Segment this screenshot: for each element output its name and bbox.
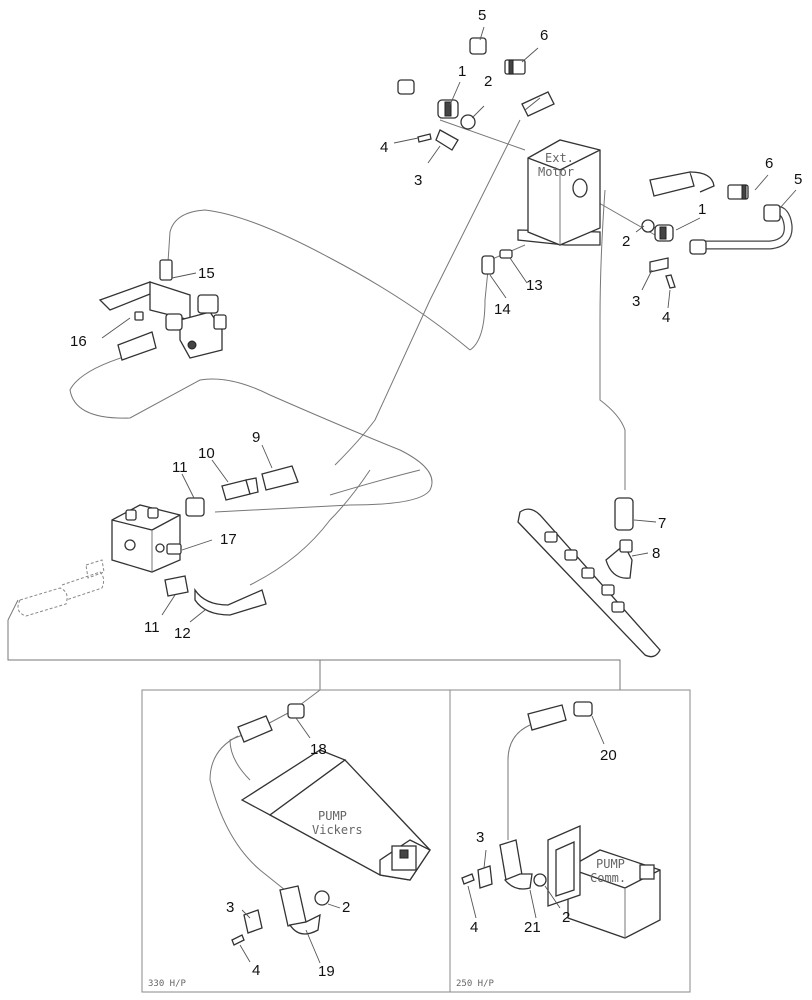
panel-label-250hp: 250 H/P [456, 979, 495, 989]
callout-6-upper-right: 6 [765, 155, 773, 172]
callout-19: 19 [318, 963, 335, 980]
fittings-upper-left [417, 59, 557, 151]
upper-u-tube-right [641, 171, 793, 289]
ext-motor: Ext. Motor [517, 139, 601, 246]
panel-250hp-frame [449, 689, 691, 993]
callout-3-vickers: 3 [226, 899, 234, 916]
callout-9: 9 [252, 429, 260, 446]
callout-15: 15 [198, 265, 215, 282]
callout-11-upper: 11 [172, 459, 188, 476]
callout-4-upper-right: 4 [662, 309, 670, 326]
callout-2-upper-right: 2 [622, 233, 630, 250]
callout-4-comm: 4 [470, 919, 478, 936]
callout-7: 7 [658, 515, 666, 532]
callout-2-vickers: 2 [342, 899, 350, 916]
panel-label-330hp: 330 H/P [148, 979, 187, 989]
callout-21: 21 [524, 919, 541, 936]
motor-label-line2: Motor [538, 165, 574, 179]
callout-1-upper-right: 1 [698, 201, 706, 218]
pump-comm-label-line2: Comm. [590, 871, 626, 885]
callout-1-upper-left: 1 [458, 63, 466, 80]
upper-u-tube-left [386, 36, 487, 95]
motor-label-line1: Ext. [545, 151, 574, 165]
callout-17: 17 [220, 531, 237, 548]
main-valve [111, 504, 267, 616]
hose-9-fittings [185, 465, 299, 517]
callout-3-upper-left: 3 [414, 172, 422, 189]
callout-6-upper-left: 6 [540, 27, 548, 44]
coupling-13-14 [481, 249, 513, 275]
callout-3-upper-right: 3 [632, 293, 640, 310]
manifold-pipe [517, 497, 661, 658]
callout-14: 14 [494, 301, 511, 318]
callouts: 5 6 1 2 4 3 6 5 1 2 3 4 13 14 15 16 9 10… [70, 7, 802, 980]
callout-13: 13 [526, 277, 543, 294]
dashed-component [17, 559, 105, 617]
leader-lines [101, 26, 797, 964]
callout-3-comm: 3 [476, 829, 484, 846]
callout-2-comm: 2 [562, 909, 570, 926]
upper-hose [521, 91, 555, 117]
pump-vickers-label-line2: Vickers [312, 823, 363, 837]
callout-16: 16 [70, 333, 87, 350]
callout-4-upper-left: 4 [380, 139, 388, 156]
callout-12: 12 [174, 625, 191, 642]
pump-vickers: PUMP Vickers [209, 703, 431, 946]
pump-comm-label-line1: PUMP [596, 857, 625, 871]
valve-block-upper [98, 259, 227, 361]
callout-20: 20 [600, 747, 617, 764]
callout-2-upper-left: 2 [484, 73, 492, 90]
pump-vickers-label-line1: PUMP [318, 809, 347, 823]
callout-10: 10 [198, 445, 215, 462]
pump-comm: PUMP Comm. [461, 701, 661, 939]
callout-11-lower: 11 [144, 619, 160, 636]
callout-5-upper-left: 5 [478, 7, 486, 24]
callout-18: 18 [310, 741, 327, 758]
callout-4-vickers: 4 [252, 962, 260, 979]
callout-8: 8 [652, 545, 660, 562]
callout-5-upper-right: 5 [794, 171, 802, 188]
